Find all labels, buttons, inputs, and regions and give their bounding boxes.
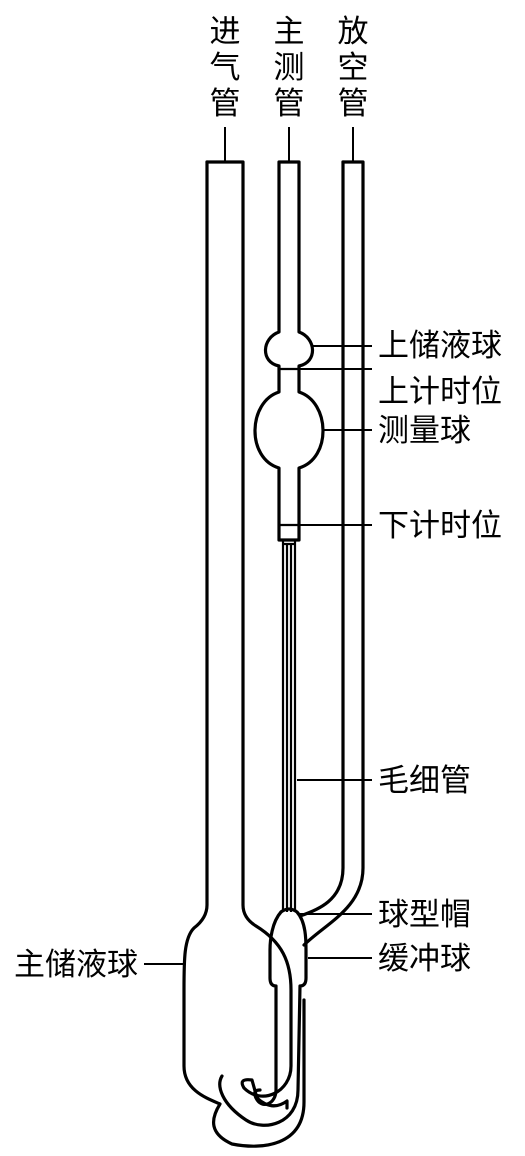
buffer-bulb-left-wall [253, 910, 283, 1107]
tube-top-ticks [224, 127, 354, 162]
label-upper-reservoir-bulb: 上储液球 [378, 328, 502, 364]
inlet-tube-label-char-1: 进 [210, 14, 241, 50]
inlet-tube-label-char-3: 管 [210, 86, 241, 122]
label-lower-timing-mark: 下计时位 [378, 508, 502, 544]
label-upper-timing-mark: 上计时位 [378, 374, 502, 410]
main-measuring-tube-label-char-2: 测 [274, 50, 305, 86]
vent-tube-label-char-2: 空 [338, 50, 369, 86]
vent-tube-label: 放 空 管 [338, 14, 369, 122]
inlet-tube-label: 进 气 管 [210, 14, 241, 122]
label-buffer-bulb: 缓冲球 [378, 941, 471, 977]
vent-tube-label-char-3: 管 [338, 86, 369, 122]
main-measuring-tube-label-char-1: 主 [274, 14, 305, 50]
label-ball-cap: 球型帽 [378, 897, 471, 933]
main-measuring-tube-label: 主 测 管 [274, 14, 305, 122]
inlet-tube-label-char-2: 气 [210, 50, 241, 86]
main-reservoir-bulb [182, 160, 306, 1148]
main-measuring-tube-label-char-3: 管 [274, 86, 305, 122]
vent-tube-inner-wall [298, 160, 345, 918]
label-capillary: 毛细管 [378, 763, 471, 799]
main-measuring-tube-outline [253, 160, 325, 542]
buffer-bulb-outline [218, 907, 308, 1127]
vent-tube-outline [302, 160, 365, 947]
right-leaders [297, 345, 372, 959]
capillary [281, 540, 297, 912]
label-measuring-bulb: 测量球 [378, 413, 471, 449]
vent-tube-label-char-1: 放 [338, 14, 369, 50]
label-main-reservoir-bulb: 主储液球 [14, 947, 138, 983]
